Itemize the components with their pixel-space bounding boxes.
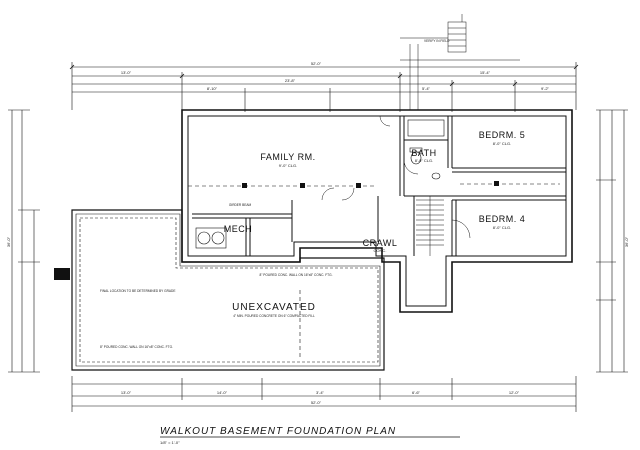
bedroom-5-ceiling: 8'-0" CLG. (493, 141, 511, 146)
mech-label: MECH (224, 224, 253, 234)
dim-left-overall: 36'-0" (6, 236, 11, 247)
footing-note: FINAL LOCATION TO BE DETERMINED BY GRADE (100, 289, 175, 293)
unexcavated-foundation (71, 209, 385, 371)
drawing-scale: 1/8" = 1'-0" (160, 440, 180, 445)
dim-seg-c: 9'-2" (541, 86, 550, 91)
top-dimension-lines (71, 62, 577, 112)
side-dimension-lines (8, 109, 628, 373)
top-dimension-ticks (69, 64, 579, 87)
family-room-label: FAMILY RM. (260, 152, 315, 162)
bath-ceiling: 8'-0" CLG. (415, 158, 433, 163)
dim-top-right: 15'-4" (480, 70, 491, 75)
bedroom-4-label: BEDRM. 4 (479, 214, 526, 224)
piers (54, 181, 499, 280)
dim-overall-bottom: 52'-0" (311, 400, 322, 405)
door-swings (321, 115, 471, 239)
wall-note: 8" POURED CONC. WALL ON 16"x8" CONC. FTG… (260, 273, 333, 277)
bottom-dimension-lines (71, 376, 577, 412)
crawl-sub: CONC. (374, 248, 387, 253)
stair-note: VERIFY IN FIELD (424, 39, 450, 43)
dim-seg-f: 6'-6" (412, 390, 421, 395)
exterior-walls (181, 109, 573, 313)
girder-beams (188, 183, 560, 360)
dim-seg-e: 3'-4" (316, 390, 325, 395)
dim-bottom-left: 13'-0" (121, 390, 132, 395)
drawing-title: WALKOUT BASEMENT FOUNDATION PLAN (160, 426, 396, 437)
beam-note: GIRDER BEAM (229, 203, 252, 207)
stairs (416, 196, 444, 256)
dim-seg-b: 5'-4" (422, 86, 431, 91)
bedroom-5-label: BEDRM. 5 (479, 130, 526, 140)
dim-top-mid: 23'-8" (285, 78, 296, 83)
dim-top-left: 13'-0" (121, 70, 132, 75)
mech-equipment (195, 227, 227, 249)
bath-label: BATH (411, 148, 436, 158)
wall-note-2: 8" POURED CONC. WALL ON 16"x8" CONC. FTG… (100, 345, 173, 349)
dim-seg-a: 8'-10" (207, 86, 218, 91)
exterior-stair (400, 14, 520, 110)
family-room-ceiling: 9'-0" CLG. (279, 163, 297, 168)
bath-fixtures (407, 119, 445, 180)
bedroom-4-ceiling: 8'-0" CLG. (493, 225, 511, 230)
dim-right-overall: 36'-0" (624, 236, 629, 247)
interior-walls (192, 116, 566, 256)
dim-overall-top: 52'-0" (311, 61, 322, 66)
dim-seg-d: 14'-0" (217, 390, 228, 395)
crawl-label: CRAWL (363, 238, 398, 248)
unexcavated-note: 4" MIN. POURED CONCRETE ON 6" COMPACTED … (233, 314, 315, 318)
unexcavated-label: UNEXCAVATED (232, 302, 316, 313)
dim-bottom-right: 12'-0" (509, 390, 520, 395)
